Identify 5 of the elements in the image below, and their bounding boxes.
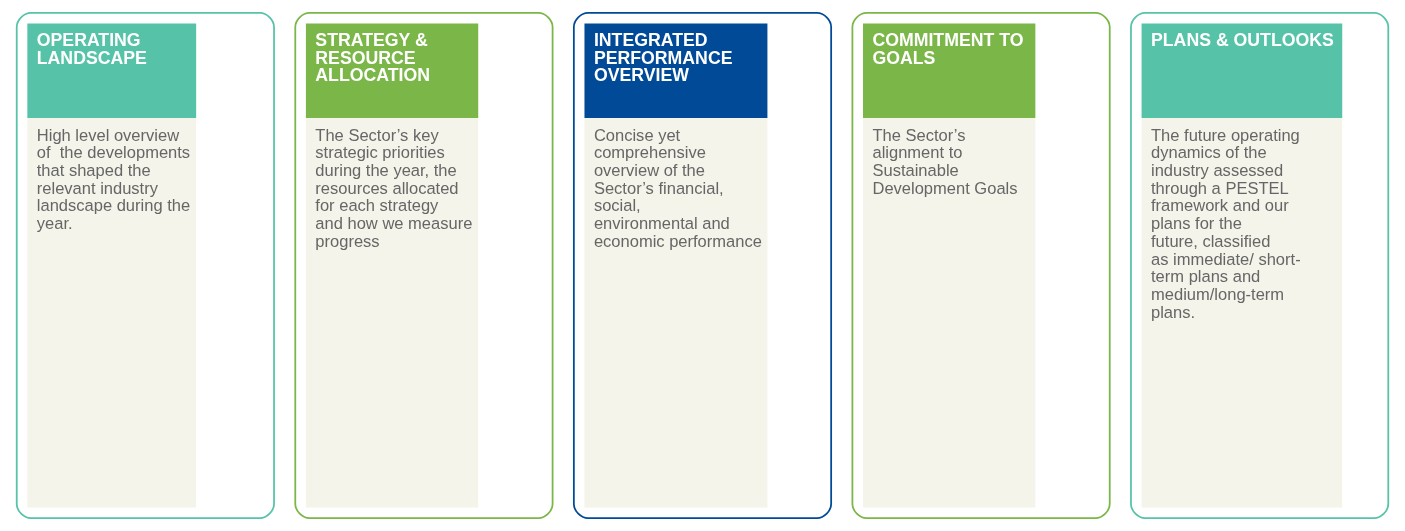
node-box: OPERATING LANDSCAPE High level overview of the developments that shaped the relevant industry landscape during the year. xyxy=(15,12,275,519)
node-box: STRATEGY & RESOURCE ALLOCATION The Sector’s key strategic priorities during the year, the resources allocated for each strategy and how we measure progress xyxy=(294,12,554,519)
node-box: PLANS & OUTLOOKS The future operating dynamics of the industry assessed through a PESTEL framework and our plans for the future, classified as immediate/ short-term plans and medium/long-term plans. xyxy=(1130,12,1390,519)
node-box: COMMITMENT TO GOALS The Sector’s alignment to Sustainable Development Goals xyxy=(851,12,1111,519)
node-box: INTEGRATED PERFORMANCE OVERVIEW Concise yet comprehensive overview of the Sector’s financial, social, environmental and economic performance xyxy=(572,12,833,519)
